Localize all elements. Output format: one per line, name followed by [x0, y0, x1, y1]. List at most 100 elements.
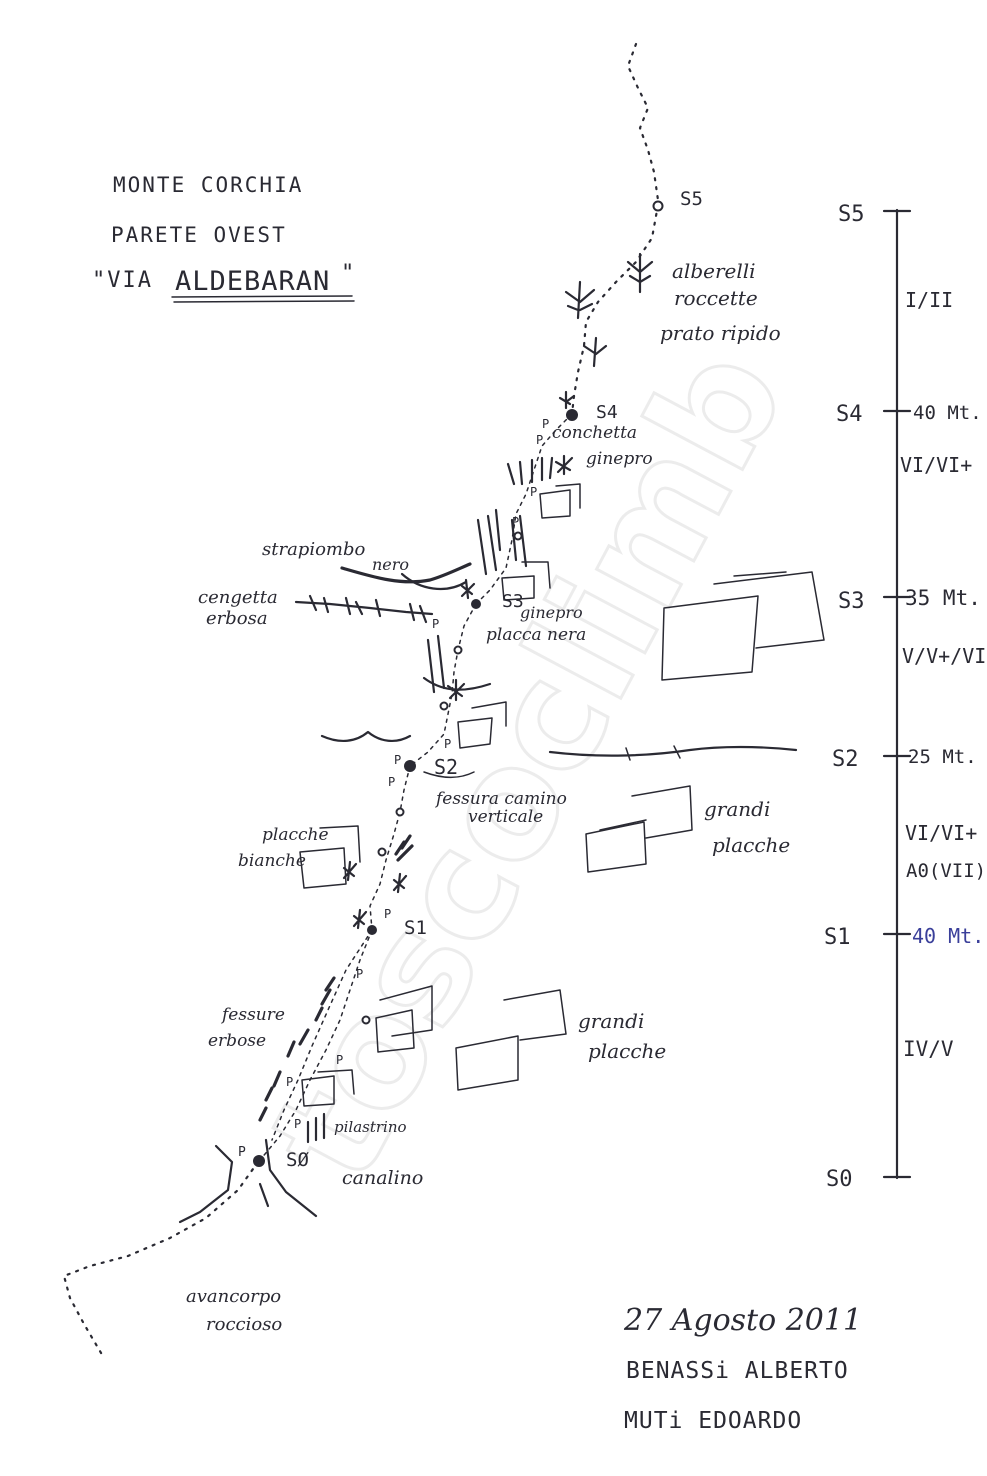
piton-p-8: P: [388, 775, 395, 789]
ledge-s2-right-ticks: [625, 745, 681, 761]
note-verticale: verticale: [468, 807, 543, 827]
piton-p-2: P: [542, 417, 549, 431]
note-pilastrino: pilastrino: [334, 1118, 407, 1136]
belay-s4: [566, 409, 578, 421]
juniper-row-icon: [506, 456, 554, 486]
route-pitch-s1-s2: [369, 765, 411, 931]
juniper-s3-icon: [460, 578, 476, 600]
overhang-black-lower: [400, 572, 468, 590]
scale-label-s0: S0: [826, 1167, 853, 1192]
bush-s1-upper-icon: [392, 872, 408, 894]
belay-s0: [253, 1155, 265, 1167]
route-pitch-s3-s4: [475, 413, 573, 605]
note-avancorpo: avancorpo: [186, 1286, 281, 1307]
approach-paths: [62, 42, 660, 1360]
route-pitch-s2-s3: [409, 603, 477, 767]
slab-pilastrino-1: [301, 1075, 335, 1107]
slab-bianche-2: [319, 825, 361, 863]
piton-p-5: P: [432, 617, 439, 631]
belay-label-s0: SØ: [286, 1149, 309, 1171]
slab-upper-edge: [599, 819, 647, 831]
route-prefix: "VIA: [92, 268, 153, 293]
route-name: ALDEBARAN: [175, 266, 330, 297]
piton-p-4: P: [512, 515, 519, 529]
note-ginepro-s3: ginepro: [520, 603, 583, 622]
ledge-s2-under: [423, 771, 475, 778]
note-erbosa: erbosa: [206, 608, 268, 629]
belay-label-s4: S4: [596, 402, 618, 423]
slab-above-s2-2: [471, 701, 507, 727]
route-pitch-s4-s5: [570, 203, 660, 416]
piton-ring-2: [453, 645, 463, 655]
bush-bianche-icon: [342, 860, 358, 882]
slab-s3-right-1: [661, 595, 759, 681]
piton-p-12: P: [286, 1075, 293, 1089]
belay-label-s5: S5: [680, 188, 703, 210]
pilastrino-marks: [306, 1112, 326, 1144]
scale-label-s5: S5: [838, 202, 865, 227]
ledge-s2-left: [320, 730, 412, 742]
note-strapiombo: strapiombo: [262, 539, 366, 560]
rock-features: [178, 483, 825, 1224]
scale-label-s4: S4: [836, 402, 863, 427]
signature-author-2: MUTi EDOARDO: [624, 1408, 802, 1434]
exit-path: [626, 42, 660, 202]
route-line: [259, 203, 660, 1161]
belay-label-s1: S1: [404, 917, 427, 939]
grass-ledge-tufts: [308, 594, 428, 624]
note-grandi-placche-upper-1: grandi: [704, 797, 770, 821]
watermark: toscoclimb: [236, 320, 821, 1209]
piton-p-3: P: [530, 485, 537, 499]
note-grandi-placche-lower-1: grandi: [578, 1009, 644, 1033]
note-cengetta: cengetta: [198, 587, 278, 608]
mountain-name: MONTE CORCHIA: [113, 173, 303, 197]
grass-tuft-s1s2-icon: [394, 834, 414, 862]
note-placca-nera: placca nera: [486, 625, 586, 645]
route-name-underline-2: [173, 300, 355, 303]
slab-s3-right-2: [713, 571, 825, 649]
tree-left-icon: [564, 280, 596, 320]
note-fessure-erbose-2: erbose: [208, 1031, 266, 1051]
grade-s1-s2-aid: A0(VII): [906, 860, 986, 882]
piton-p-9: P: [384, 907, 391, 921]
scale-label-s3: S3: [838, 589, 865, 614]
ledge-s2-right: [548, 745, 798, 757]
slab-lower-big-2: [503, 989, 567, 1041]
note-ginepro-top: ginepro: [586, 449, 653, 469]
tree-lower-icon: [582, 336, 608, 368]
piton-ring-4: [395, 807, 405, 817]
grade-s4-s5: I/II: [905, 288, 953, 312]
note-conchetta: conchetta: [552, 423, 637, 443]
length-s3: 35 Mt.: [905, 586, 981, 610]
juniper-icon: [554, 454, 574, 476]
belay-s5: [652, 200, 664, 212]
canalino-inner: [258, 1182, 270, 1208]
length-s1: 40 Mt.: [912, 924, 984, 948]
note-nero: nero: [372, 555, 409, 574]
note-roccioso: roccioso: [206, 1314, 282, 1335]
belay-stations: S5 S4 S3 S2 S1 SØ: [253, 188, 703, 1171]
piton-p-6: P: [444, 737, 451, 751]
slab-upper-big-1: [585, 821, 647, 873]
note-grandi-placche-upper-2: placche: [712, 833, 790, 857]
crack-below-s3: [426, 634, 446, 694]
belay-label-s2: S2: [434, 755, 458, 779]
canalino-left-wall: [178, 1144, 234, 1224]
piton-ring-3: [439, 701, 449, 711]
slab-s4-1: [539, 489, 571, 519]
grade-s0-s1: IV/V: [903, 1037, 954, 1061]
note-canalino: canalino: [342, 1167, 423, 1189]
slab-upper-big-2: [631, 785, 693, 839]
overhang-black: [340, 562, 472, 584]
piton-p-7: P: [394, 753, 401, 767]
piton-p-11: P: [336, 1053, 343, 1067]
piton-ring-6: [361, 1015, 371, 1025]
length-s4: 40 Mt.: [913, 402, 982, 424]
note-fessure-erbose-1: fessure: [220, 1005, 285, 1025]
vegetation: [258, 252, 654, 1122]
piton-marks: P P P P P P P P P P P P P P: [238, 417, 549, 1160]
canalino-right-wall: [264, 1138, 318, 1218]
piton-p-10: P: [356, 967, 363, 981]
grade-s1-s2-free: VI/VI+: [905, 821, 977, 845]
